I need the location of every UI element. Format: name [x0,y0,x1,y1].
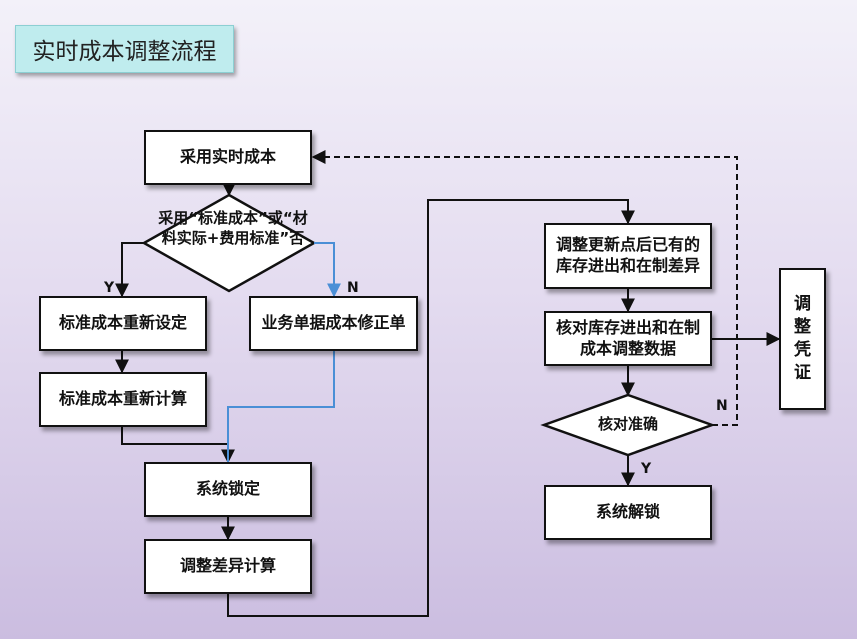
node-inventory-diff: 调整更新点后已有的库存进出和在制差异 [544,223,712,289]
node-system-lock: 系统锁定 [144,462,312,517]
label-no-2: N [716,398,728,414]
decision-verify-text: 核对准确 [597,415,658,433]
node-doc-correction: 业务单据成本修正单 [249,296,418,351]
node-std-reset: 标准成本重新设定 [39,296,207,351]
node-system-unlock: 系统解锁 [544,485,712,540]
node-voucher: 调整凭证 [779,268,826,410]
page-title: 实时成本调整流程 [15,25,234,73]
arrow-correction-to-lock [227,351,335,462]
label-yes-1: Y [104,280,115,296]
node-diff-calc: 调整差异计算 [144,539,312,594]
arrow-decision-yes [115,242,144,298]
node-adopt-realtime: 采用实时成本 [144,130,312,185]
decision-diamond-standard [141,193,317,293]
arrow-diff-to-inventory [227,199,635,617]
label-yes-2: Y [641,461,652,477]
arrow-decision-no [314,242,341,298]
node-verify-adjust: 核对库存进出和在制成本调整数据 [544,311,712,366]
decision-standard-text: 采用“标准成本”或“材料实际+费用标准”否 [158,209,308,248]
node-std-recalc: 标准成本重新计算 [39,372,207,427]
label-no-1: N [347,280,359,296]
arrow-decision-no-loop [311,150,738,426]
arrow-recalc-to-lock [121,427,235,464]
